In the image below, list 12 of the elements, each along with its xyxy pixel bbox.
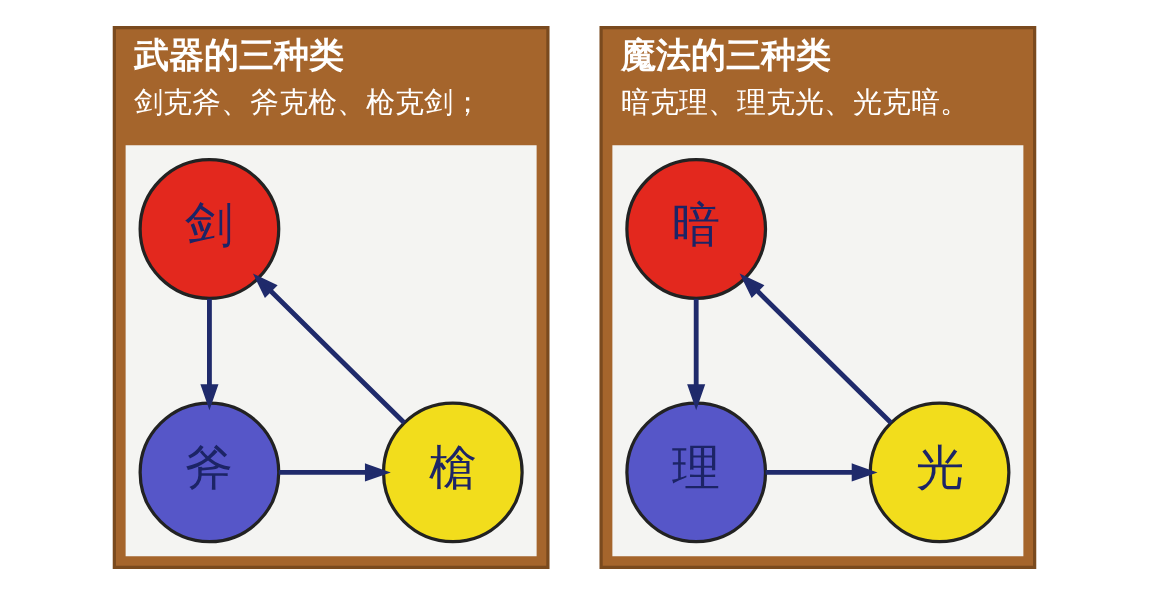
arrow [687,298,706,411]
cluster [612,145,1024,557]
node-circle: 槍 [381,401,524,544]
arrow [765,463,878,482]
arrow [200,298,219,411]
arrow [278,463,391,482]
cluster [125,145,537,557]
node-circle: 理 [625,401,768,544]
node-circle: 斧 [138,401,281,544]
node-circle: 光 [868,401,1011,544]
arrow [252,273,406,425]
arrow [739,273,893,425]
